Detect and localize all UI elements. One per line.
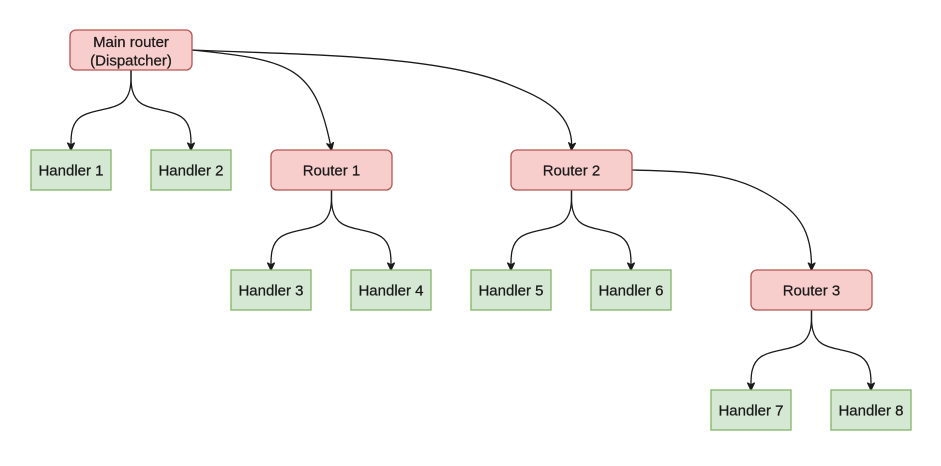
svg-text:(Dispatcher): (Dispatcher) xyxy=(90,53,172,70)
svg-text:Handler 1: Handler 1 xyxy=(38,162,103,179)
svg-text:Handler 4: Handler 4 xyxy=(358,282,423,299)
svg-text:Handler 2: Handler 2 xyxy=(158,162,223,179)
svg-text:Router 1: Router 1 xyxy=(303,162,361,179)
svg-text:Handler 8: Handler 8 xyxy=(838,402,903,419)
svg-text:Main router: Main router xyxy=(93,34,169,51)
svg-text:Handler 7: Handler 7 xyxy=(718,402,783,419)
svg-text:Handler 6: Handler 6 xyxy=(598,282,663,299)
svg-text:Handler 3: Handler 3 xyxy=(238,282,303,299)
svg-text:Handler 5: Handler 5 xyxy=(478,282,543,299)
svg-text:Router 3: Router 3 xyxy=(783,282,841,299)
svg-text:Router 2: Router 2 xyxy=(543,162,601,179)
